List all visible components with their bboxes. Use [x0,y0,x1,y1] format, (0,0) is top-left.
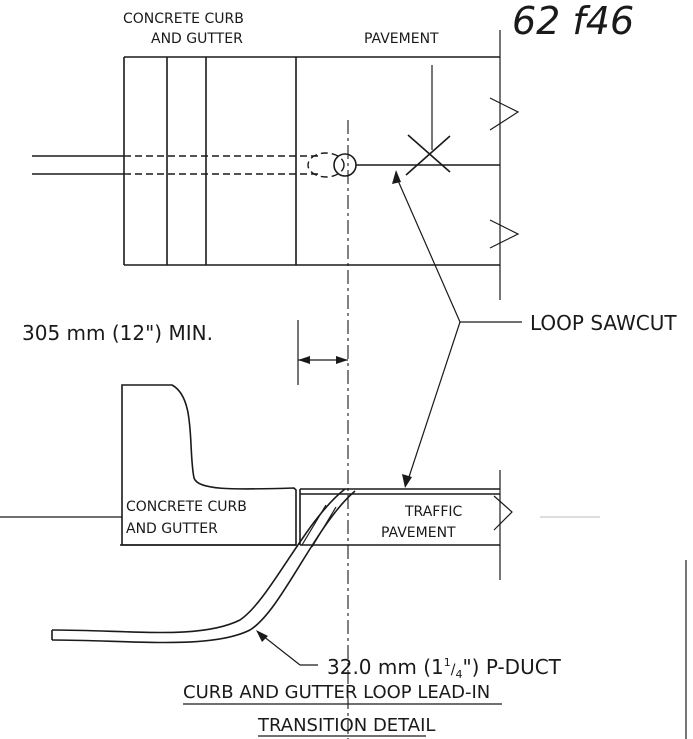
traffic-label-line1: TRAFFIC [404,504,463,520]
handwritten-note: 62 f46 [512,0,634,43]
loop-sawcut-label: LOOP SAWCUT [530,311,677,335]
pduct-label: 32.0 mm (11/4") P-DUCT [327,655,562,681]
bottom-curb-label-line1: CONCRETE CURB [126,499,247,515]
traffic-label-line2: PAVEMENT [381,525,456,541]
top-curb-label-line1: CONCRETE CURB [123,11,244,27]
loop-sawcut-leaders [392,170,522,488]
plan-view [32,30,520,739]
bottom-curb-label-line2: AND GUTTER [126,521,218,537]
title-line2: TRANSITION DETAIL [257,715,435,736]
dimension-label: 305 mm (12") MIN. [22,321,213,345]
section-view [0,384,687,739]
dimension-305mm [297,320,348,385]
top-curb-label-line2: AND GUTTER [151,31,243,47]
top-pavement-label: PAVEMENT [364,31,439,47]
title-line1: CURB AND GUTTER LOOP LEAD-IN [183,682,490,703]
